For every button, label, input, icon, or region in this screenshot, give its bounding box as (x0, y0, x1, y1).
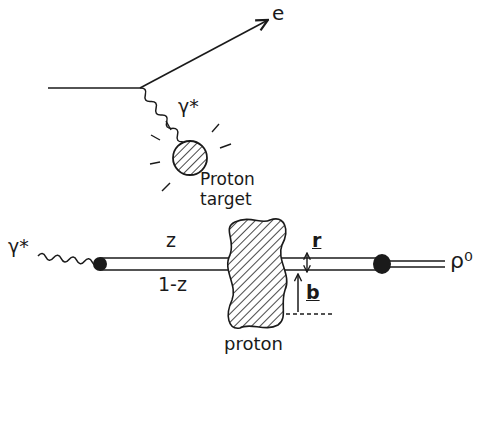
particle-label: γ* (178, 96, 199, 118)
rho-line (390, 266, 445, 268)
proton-centre-line (286, 313, 334, 314)
proton-ground (228, 219, 287, 328)
dash (212, 124, 219, 132)
vertex-blob (373, 254, 391, 274)
incoming-electron (48, 87, 140, 89)
outgoing-electron (140, 20, 268, 88)
dash (151, 135, 160, 140)
momentum-fraction: 1-z (158, 274, 187, 296)
particle-label: e (272, 2, 284, 25)
dash (220, 144, 231, 148)
rho-line (390, 260, 445, 262)
dash (150, 162, 160, 164)
photon-wave-path (38, 253, 101, 266)
particle-label: ρ⁰ (450, 248, 473, 273)
proton-target-shape (228, 219, 287, 328)
dipole-size-arrow (306, 253, 307, 272)
dash (166, 121, 171, 130)
vertex-dot (93, 257, 107, 271)
dipole-size-label: r (312, 230, 321, 252)
virtual-photon-wave (38, 253, 101, 266)
particle-label: γ* (8, 236, 29, 258)
target-label: Proton target (200, 170, 272, 209)
impact-parameter-label: b (306, 282, 320, 304)
target-label: proton (224, 334, 283, 355)
impact-parameter-arrow (297, 274, 299, 312)
momentum-fraction: z (166, 230, 176, 252)
dash (162, 183, 170, 191)
